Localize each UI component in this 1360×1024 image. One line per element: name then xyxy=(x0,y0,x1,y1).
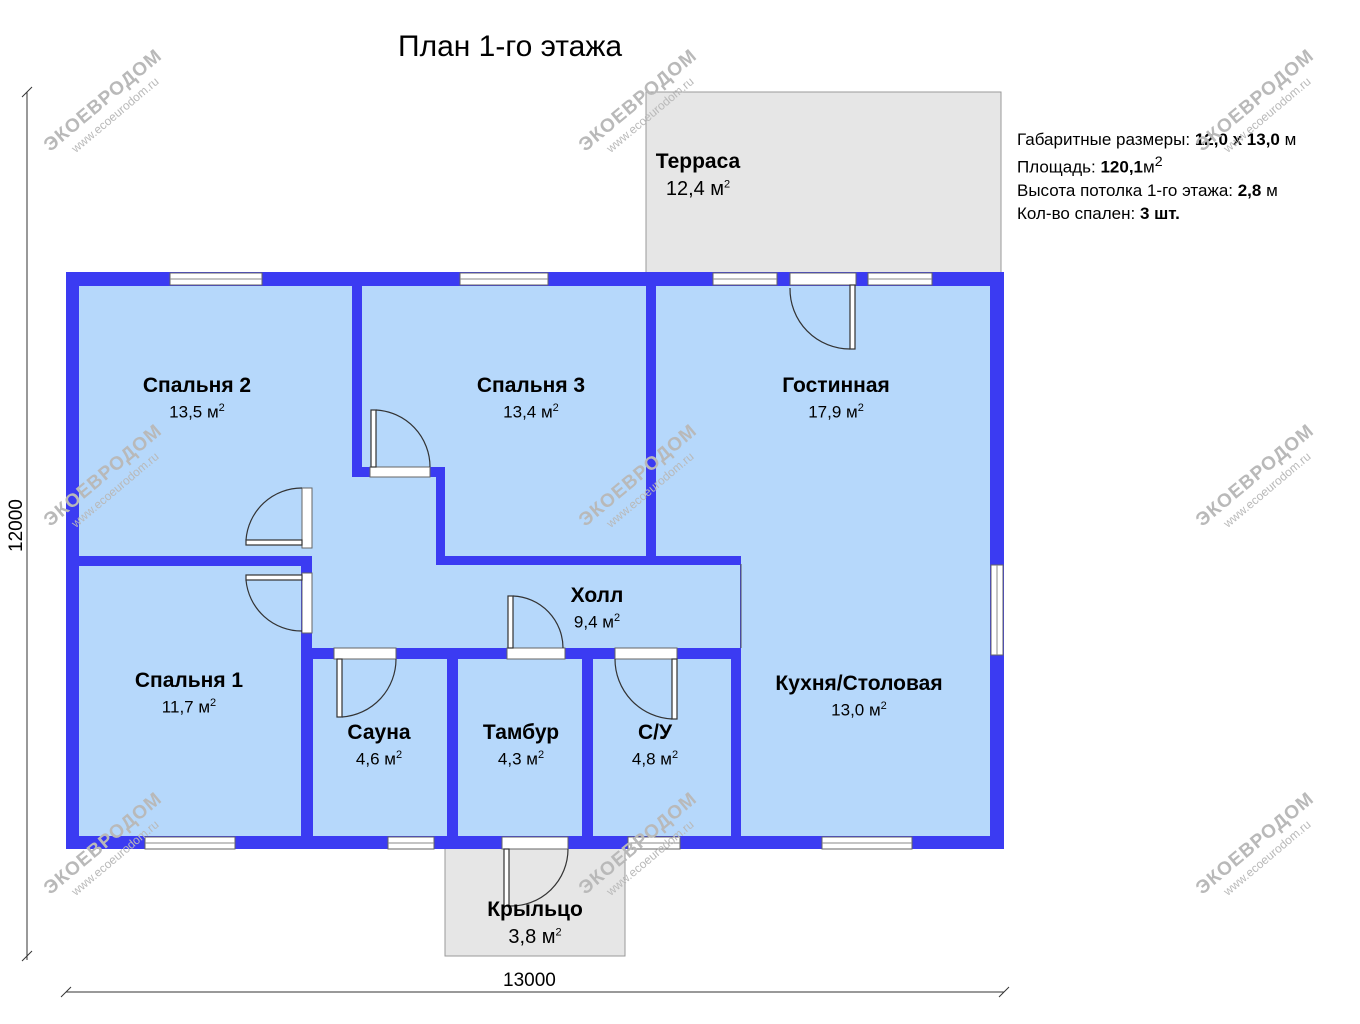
room-area: 17,9 м2 xyxy=(782,402,890,423)
spec-label: Кол-во спален: xyxy=(1017,203,1140,223)
room-hall xyxy=(312,565,740,648)
room-area-value: 12,4 м xyxy=(665,178,725,200)
room-area: 13,5 м2 xyxy=(143,402,251,423)
area-sup: 2 xyxy=(210,697,217,709)
spec-unit: м xyxy=(1261,180,1278,200)
spec-label: Площадь: xyxy=(1017,157,1101,177)
room-area: 4,8 м2 xyxy=(632,749,678,770)
room-area: 9,4 м2 xyxy=(571,612,624,633)
dimension-lines xyxy=(21,86,1010,998)
spec-value: 120,1 xyxy=(1100,157,1143,177)
room-bedroom1 xyxy=(79,566,301,836)
label-bedroom1: Спальня 1 11,7 м2 xyxy=(135,669,243,718)
room-hall-upper xyxy=(312,477,436,565)
label-wc: С/У 4,8 м2 xyxy=(632,721,678,770)
label-terrace: Терраса 12,4 м2 xyxy=(656,150,740,201)
room-area: 12,4 м2 xyxy=(656,178,740,201)
spec-value: 2,8 xyxy=(1237,180,1262,200)
door-swings xyxy=(245,284,856,907)
room-area-value: 4,3 м xyxy=(497,749,538,769)
door-openings xyxy=(301,272,857,850)
area-sup: 2 xyxy=(613,612,621,624)
room-area: 4,3 м2 xyxy=(483,749,559,770)
spec-value: 12,0 х 13,0 xyxy=(1194,130,1280,149)
room-name: Сауна xyxy=(347,721,411,744)
area-sup: 2 xyxy=(724,178,731,191)
spec-unit: м xyxy=(1143,157,1155,177)
label-sauna: Сауна 4,6 м2 xyxy=(347,721,410,770)
room-name: Холл xyxy=(570,584,624,607)
label-kitchen: Кухня/Столовая 13,0 м2 xyxy=(775,672,942,721)
house-specs: Габаритные размеры: 12,0 х 13,0 м Площад… xyxy=(1017,128,1296,225)
room-sauna xyxy=(313,659,447,836)
room-area: 13,4 м2 xyxy=(477,402,585,423)
terrace-area xyxy=(645,91,1002,274)
spec-dimensions: Габаритные размеры: 12,0 х 13,0 м xyxy=(1017,128,1296,151)
room-wc xyxy=(593,659,731,836)
area-sup: 2 xyxy=(395,749,403,761)
room-area-value: 9,4 м xyxy=(573,612,614,632)
spec-label: Габаритные размеры: xyxy=(1017,130,1195,149)
room-area: 11,7 м2 xyxy=(135,697,243,718)
room-name: Спальня 1 xyxy=(134,669,244,692)
room-name: Крыльцо xyxy=(487,898,583,921)
room-area: 13,0 м2 xyxy=(775,700,942,721)
room-area: 4,6 м2 xyxy=(347,749,410,770)
room-living-lower xyxy=(741,556,990,564)
dimension-height: 12000 xyxy=(6,499,27,552)
room-name: Кухня/Столовая xyxy=(775,672,943,695)
label-hall: Холл 9,4 м2 xyxy=(571,584,624,633)
label-porch: Крыльцо 3,8 м2 xyxy=(487,898,583,949)
room-bedroom3 xyxy=(362,286,646,467)
spec-unit: м xyxy=(1279,130,1297,149)
dimension-width: 13000 xyxy=(503,970,556,991)
room-area: 3,8 м2 xyxy=(487,926,583,949)
spec-area: Площадь: 120,1м2 xyxy=(1017,151,1296,179)
area-sup: 2 xyxy=(555,926,562,939)
room-name: Спальня 3 xyxy=(476,374,586,397)
area-sup: 2 xyxy=(857,402,864,414)
room-vestibule xyxy=(458,659,582,836)
label-bedroom3: Спальня 3 13,4 м2 xyxy=(477,374,585,423)
room-area-value: 11,7 м xyxy=(161,697,211,717)
room-area-value: 13,4 м xyxy=(503,402,553,422)
room-name: Терраса xyxy=(655,150,741,173)
room-bedroom3-lower xyxy=(445,467,646,556)
area-sup: 2 xyxy=(552,402,559,414)
room-living xyxy=(656,286,990,556)
plan-title: План 1-го этажа xyxy=(398,30,623,63)
room-name: Гостинная xyxy=(782,374,890,397)
spec-value: 3 шт. xyxy=(1139,203,1180,223)
room-area-value: 17,9 м xyxy=(808,402,858,422)
spec-label: Высота потолка 1-го этажа: xyxy=(1017,180,1238,200)
spec-bedrooms: Кол-во спален: 3 шт. xyxy=(1017,202,1296,225)
area-sup: 2 xyxy=(537,749,545,761)
room-area-value: 3,8 м xyxy=(508,926,556,948)
area-sup: 2 xyxy=(218,402,225,414)
room-area-value: 13,0 м xyxy=(831,700,881,720)
room-area-value: 4,6 м xyxy=(355,749,396,769)
area-sup: 2 xyxy=(880,700,887,712)
room-area-value: 13,5 м xyxy=(169,402,219,422)
label-bedroom2: Спальня 2 13,5 м2 xyxy=(143,374,251,423)
spec-sup: 2 xyxy=(1154,154,1163,170)
room-name: Тамбур xyxy=(482,721,560,744)
spec-ceiling-height: Высота потолка 1-го этажа: 2,8 м xyxy=(1017,179,1296,202)
room-kitchen xyxy=(741,564,990,836)
label-vestibule: Тамбур 4,3 м2 xyxy=(483,721,559,770)
area-sup: 2 xyxy=(671,749,679,761)
window-glass xyxy=(145,278,998,844)
room-name: С/У xyxy=(637,721,673,744)
room-name: Спальня 2 xyxy=(142,374,252,397)
room-area-value: 4,8 м xyxy=(631,749,672,769)
label-living: Гостинная 17,9 м2 xyxy=(782,374,890,423)
